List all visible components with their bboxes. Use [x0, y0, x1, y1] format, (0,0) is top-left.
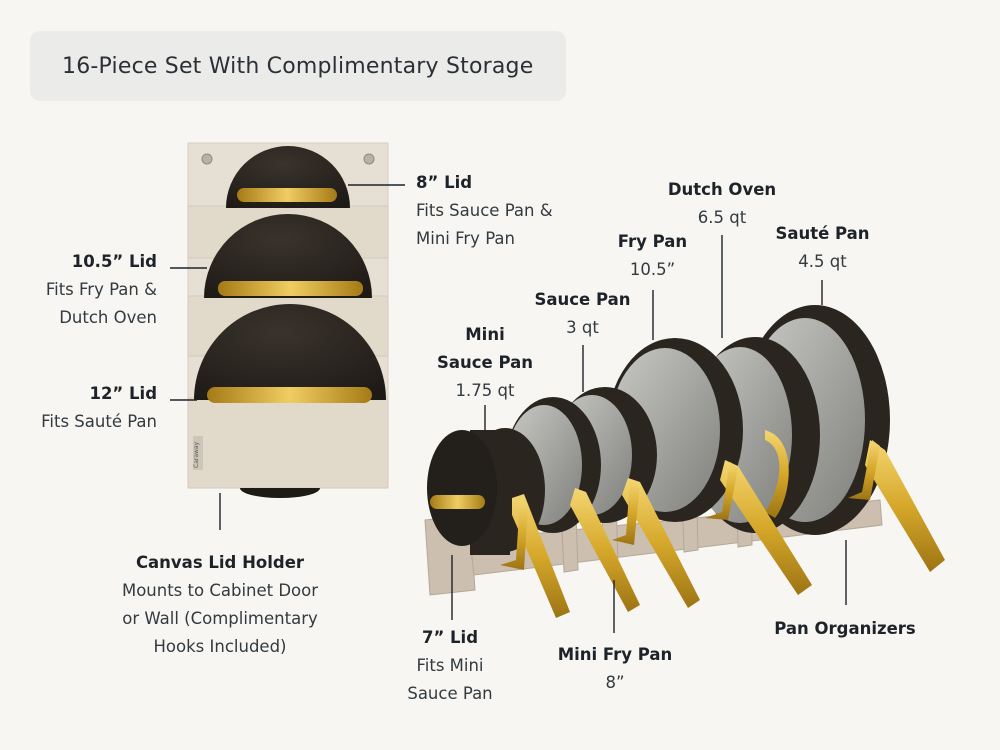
canvas-lid-holder: Caraway	[187, 142, 389, 498]
title-banner: 16-Piece Set With Complimentary Storage	[30, 31, 566, 101]
lid-7-desc: Fits Mini	[416, 656, 484, 675]
lid-8-callout: 8” Lid Fits Sauce Pan & Mini Fry Pan	[416, 169, 553, 253]
page-title: 16-Piece Set With Complimentary Storage	[62, 53, 534, 79]
fry-pan-name: Fry Pan	[617, 232, 688, 251]
dutch-oven-name: Dutch Oven	[667, 180, 777, 199]
fry-pan-callout: Fry Pan 10.5”	[600, 228, 705, 284]
canvas-holder-callout: Canvas Lid Holder Mounts to Cabinet Door…	[95, 549, 345, 661]
mini-fry-pan-name: Mini Fry Pan	[557, 645, 673, 664]
lid-7-desc-2: Sauce Pan	[407, 684, 493, 703]
svg-text:Caraway: Caraway	[193, 441, 200, 468]
pan-organizers-callout: Pan Organizers	[765, 615, 925, 643]
canvas-holder-desc-1: Mounts to Cabinet Door	[121, 581, 319, 600]
saute-pan-callout: Sauté Pan 4.5 qt	[765, 220, 880, 276]
lid-12-callout: 12” Lid Fits Sauté Pan	[10, 380, 157, 436]
mini-sauce-pan-size: 1.75 qt	[455, 381, 515, 400]
pan-organizers-name: Pan Organizers	[774, 619, 916, 638]
mini-sauce-pan-name-2: Sauce Pan	[436, 353, 533, 372]
lid-8-name: 8” Lid	[416, 173, 473, 192]
sauce-pan-size: 3 qt	[566, 318, 599, 337]
lid-12-desc: Fits Sauté Pan	[41, 412, 157, 431]
lid-8-desc-2: Mini Fry Pan	[416, 229, 515, 248]
fry-pan-size: 10.5”	[629, 260, 676, 279]
lid-105-name: 10.5” Lid	[71, 252, 157, 271]
canvas-holder-name: Canvas Lid Holder	[135, 553, 305, 572]
sauce-pan-name: Sauce Pan	[534, 290, 631, 309]
lid-7-name: 7” Lid	[421, 628, 479, 647]
lid-105-desc-2: Dutch Oven	[59, 308, 157, 327]
saute-pan-name: Sauté Pan	[775, 224, 870, 243]
mini-fry-pan-size: 8”	[605, 673, 625, 692]
lid-7-callout: 7” Lid Fits Mini Sauce Pan	[390, 624, 510, 708]
saute-pan-size: 4.5 qt	[798, 252, 847, 271]
lid-105-desc: Fits Fry Pan &	[45, 280, 157, 299]
dutch-oven-callout: Dutch Oven 6.5 qt	[657, 176, 787, 232]
lid-105-callout: 10.5” Lid Fits Fry Pan & Dutch Oven	[10, 248, 157, 332]
lid-8-desc: Fits Sauce Pan &	[416, 201, 553, 220]
canvas-holder-desc-3: Hooks Included)	[153, 637, 287, 656]
mini-sauce-pan-name: Mini	[465, 325, 505, 344]
mini-fry-pan-callout: Mini Fry Pan 8”	[540, 641, 690, 697]
mini-sauce-pan-callout: Mini Sauce Pan 1.75 qt	[425, 321, 545, 405]
lid-12-name: 12” Lid	[89, 384, 157, 403]
mini-sauce-pan	[427, 428, 570, 618]
canvas-holder-desc-2: or Wall (Complimentary	[122, 609, 318, 628]
leader-lines	[170, 184, 847, 633]
dutch-oven-size: 6.5 qt	[697, 208, 747, 227]
sauce-pan-callout: Sauce Pan 3 qt	[520, 286, 645, 342]
